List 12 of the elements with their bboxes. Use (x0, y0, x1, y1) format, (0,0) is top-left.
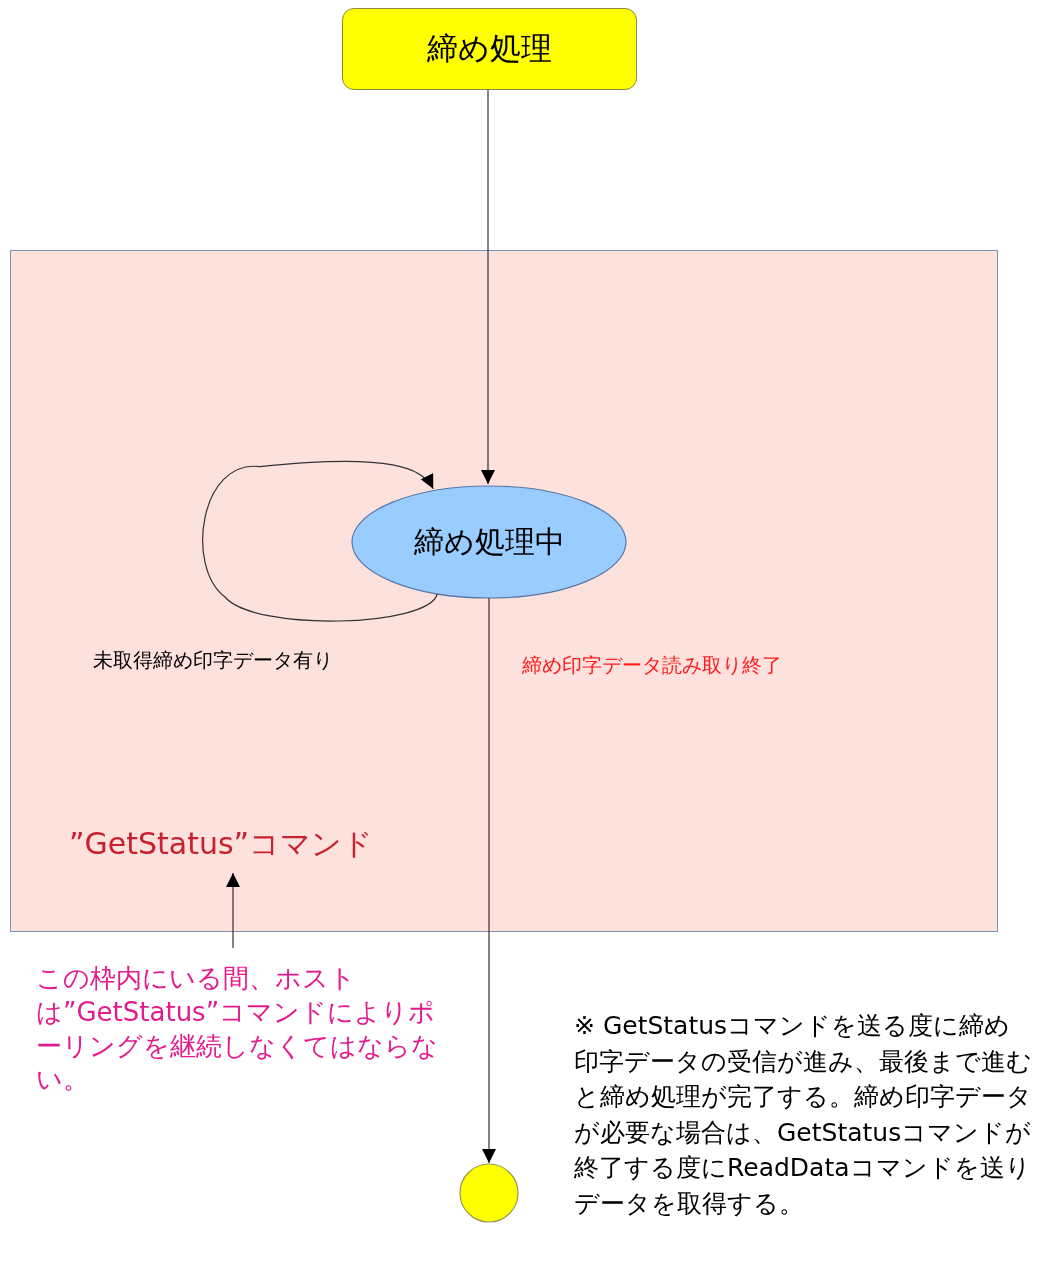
end-circle (459, 1163, 519, 1223)
command-label: ”GetStatus”コマンド (69, 826, 374, 862)
arrow (481, 89, 495, 485)
note-text: この枠内にいる間、ホストは”GetStatus”コマンドによりポーリングを継続しなくてはならない。 (36, 962, 456, 1122)
region-box (10, 250, 998, 932)
arrow (482, 597, 496, 1164)
edge-label: 締め印字データ読み取り終了 (522, 652, 782, 679)
arrow (226, 872, 240, 949)
state-ellipse: 締め処理中 (351, 485, 627, 599)
arrow (202, 460, 438, 622)
start-box: 締め処理 (342, 8, 637, 90)
note-text: ※ GetStatusコマンドを送る度に締め印字データの受信が進み、最後まで進むと締め処理が完了する。締め印字データが必要な場合は、GetStatusコマンドが終了する度にReadDataコマンドを送りデータを取得する。 (574, 1010, 1033, 1220)
